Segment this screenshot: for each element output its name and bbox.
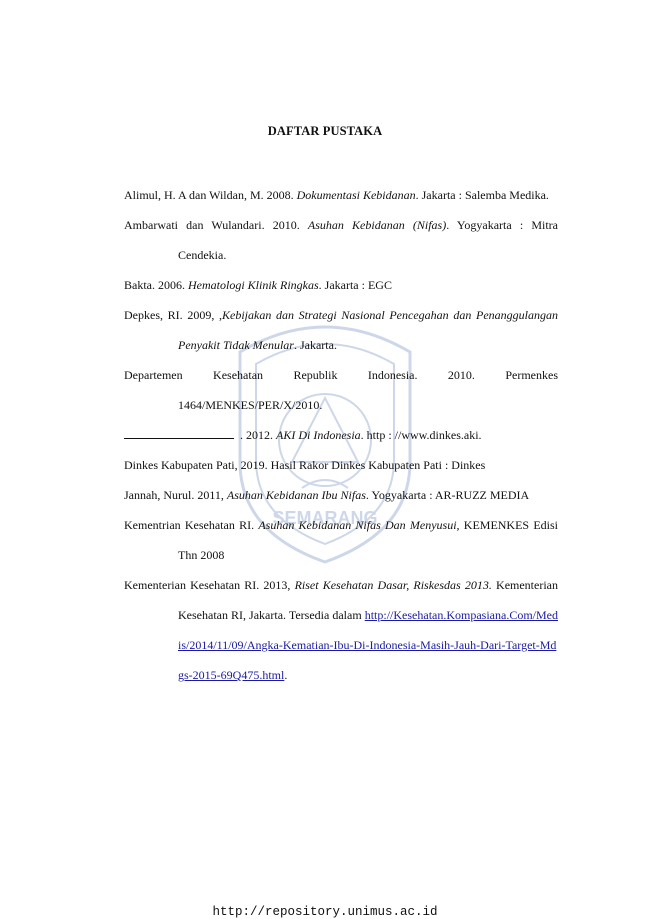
watermark-text: SEMARANG <box>272 508 377 528</box>
author-repeat-line <box>124 428 234 439</box>
reference-item: Kementerian Kesehatan RI. 2013, Riset Ke… <box>124 578 559 682</box>
reference-item: . 2012. AKI Di Indonesia. http : //www.d… <box>124 420 558 450</box>
reference-item: Jannah, Nurul. 2011, Asuhan Kebidanan Ib… <box>124 488 530 502</box>
reference-item: Departemen Kesehatan Republik Indonesia.… <box>124 368 558 412</box>
reference-list: Alimul, H. A dan Wildan, M. 2008. Dokume… <box>124 180 558 690</box>
page-title: DAFTAR PUSTAKA <box>267 124 383 138</box>
university-seal-watermark: SEMARANG <box>238 325 412 564</box>
reference-item: Kementrian Kesehatan RI. Asuhan Kebidana… <box>124 518 559 562</box>
repository-footer: http://repository.unimus.ac.id <box>212 905 438 919</box>
reference-item: Alimul, H. A dan Wildan, M. 2008. Dokume… <box>124 188 549 202</box>
reference-item: Depkes, RI. 2009, ,Kebijakan dan Strateg… <box>124 308 558 352</box>
reference-item: Ambarwati dan Wulandari. 2010. Asuhan Ke… <box>124 218 558 262</box>
reference-link[interactable]: http://Kesehatan.Kompasiana.Com/Medis/20… <box>178 608 558 682</box>
reference-item: Bakta. 2006. Hematologi Klinik Ringkas. … <box>124 278 392 292</box>
reference-item: Dinkes Kabupaten Pati, 2019. Hasil Rakor… <box>124 458 486 472</box>
